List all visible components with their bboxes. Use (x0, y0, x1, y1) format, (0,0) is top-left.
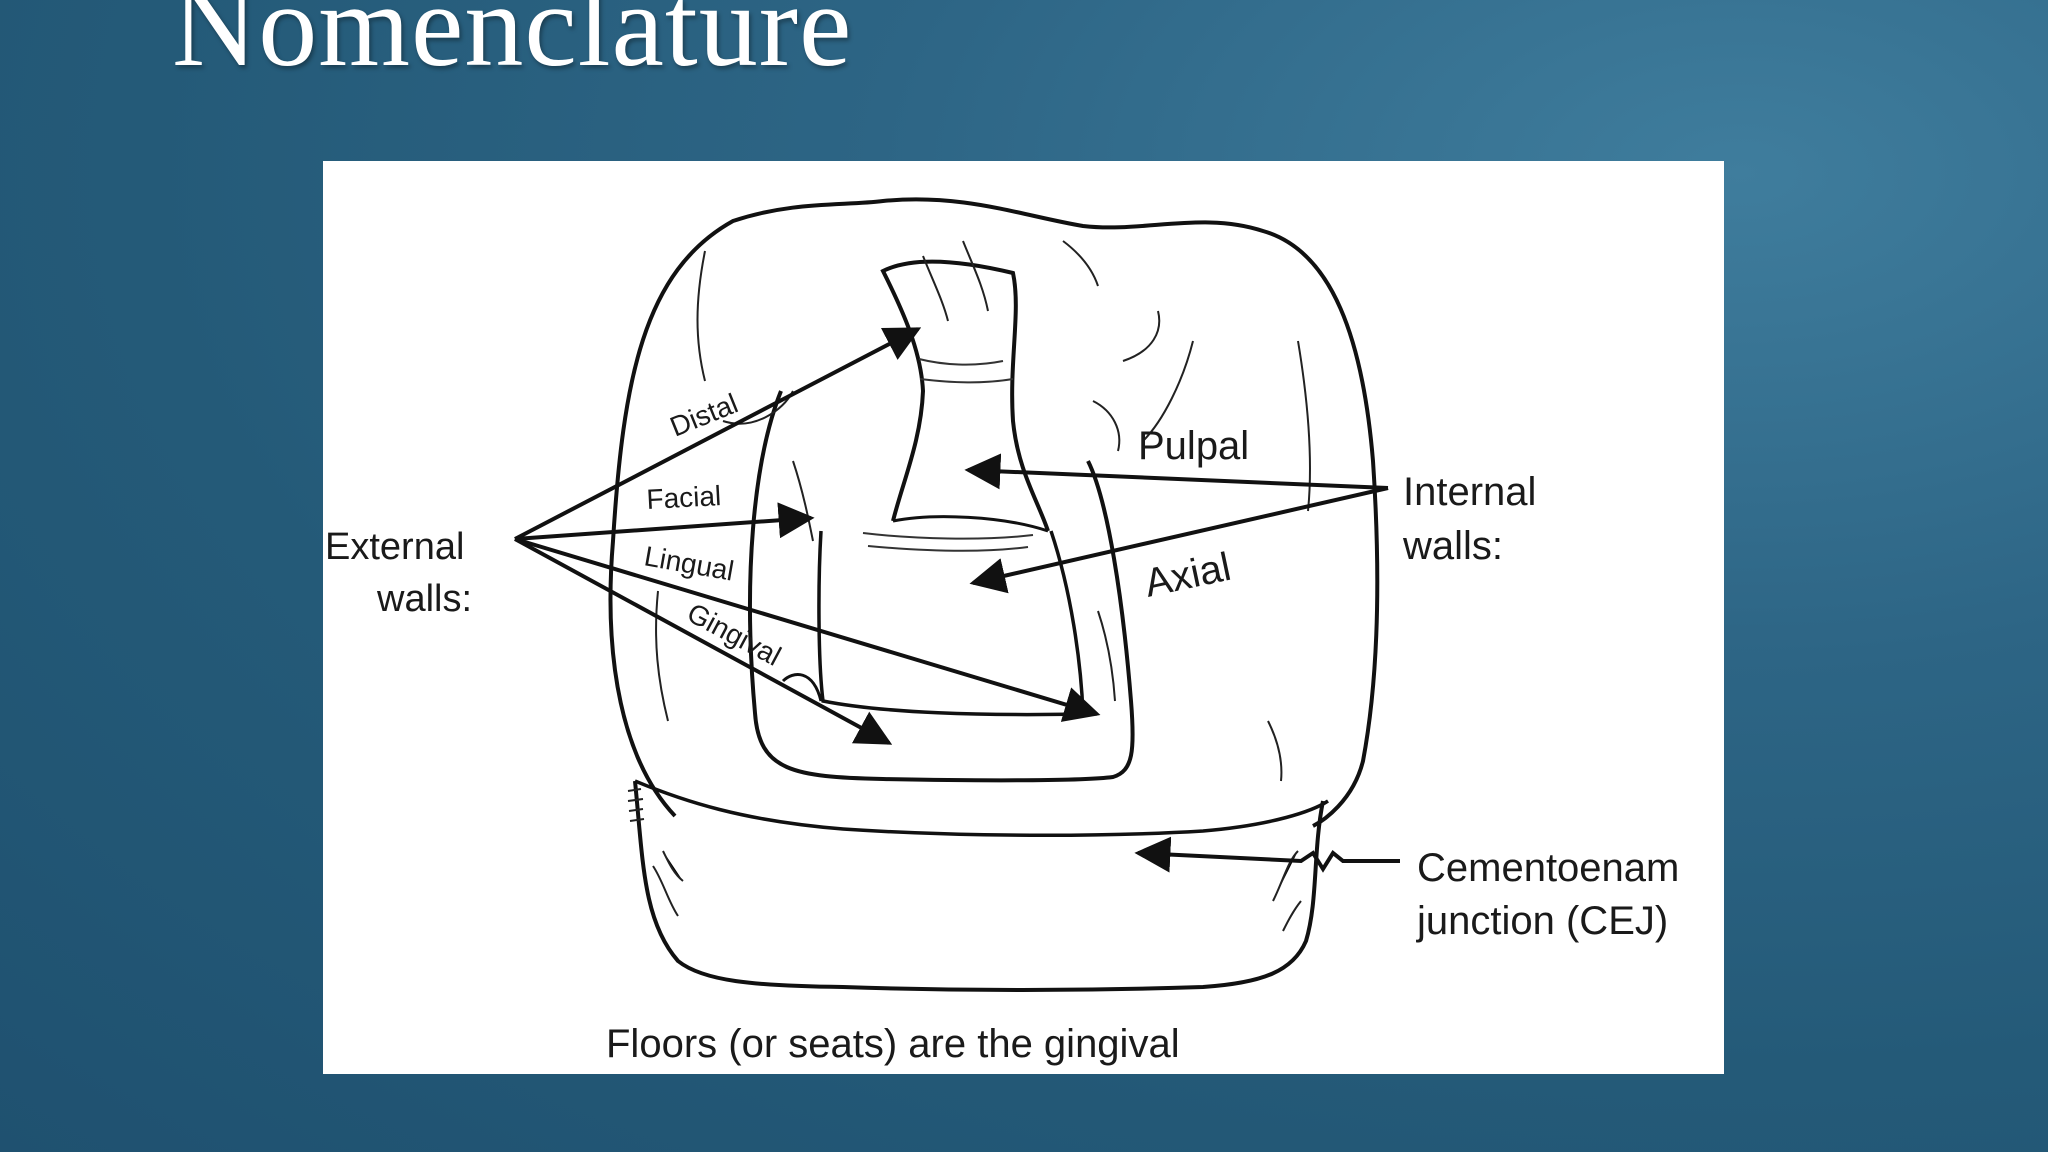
internal-walls-arrows (964, 453, 1389, 594)
pulpal-line (892, 515, 1049, 533)
figure-caption: Floors (or seats) are the gingival (606, 1022, 1180, 1066)
external-walls-arrows (514, 327, 1101, 745)
cej-label-line2: junction (CEJ) (1416, 899, 1668, 943)
cavity-outer-outline (748, 390, 1135, 783)
cervical-hatching (627, 788, 1302, 932)
cej-line (634, 779, 1329, 838)
cavity-isthmus (880, 259, 1050, 532)
gingival-floor-hook (781, 673, 823, 702)
cavity-inner-outline (817, 530, 1085, 717)
axial-line-2 (867, 545, 1029, 552)
arrow-pulpal (964, 453, 1389, 490)
tooth-cavity-diagram: External walls: Distal Facial Lingual Gi… (323, 161, 1724, 1074)
external-walls-label-line1: External (325, 526, 464, 568)
arrow-lingual (514, 537, 1101, 722)
axial-line-1 (862, 532, 1034, 540)
crown-sketch-lines (655, 240, 1311, 782)
arrow-gingival (514, 537, 893, 745)
cej-label-line1: Cementoenam (1417, 846, 1679, 890)
diagram-svg: External walls: Distal Facial Lingual Gi… (325, 197, 1679, 1066)
label-facial: Facial (646, 480, 722, 515)
internal-walls-label-line2: walls: (1402, 524, 1503, 568)
arrow-distal (514, 327, 922, 541)
occlusal-line-2 (919, 378, 1014, 384)
arrow-axial (969, 486, 1389, 594)
label-pulpal: Pulpal (1138, 424, 1249, 468)
slide-title: Nomenclature (172, 0, 853, 91)
label-axial: Axial (1141, 545, 1235, 606)
arrow-cej (1134, 836, 1400, 873)
label-distal: Distal (666, 388, 743, 443)
occlusal-line (918, 358, 1004, 366)
arrow-facial (514, 502, 815, 541)
tooth-crown-outline (608, 197, 1380, 828)
tooth-root-outline (633, 780, 1325, 992)
external-walls-label-line2: walls: (376, 578, 472, 620)
internal-walls-label-line1: Internal (1403, 470, 1536, 514)
